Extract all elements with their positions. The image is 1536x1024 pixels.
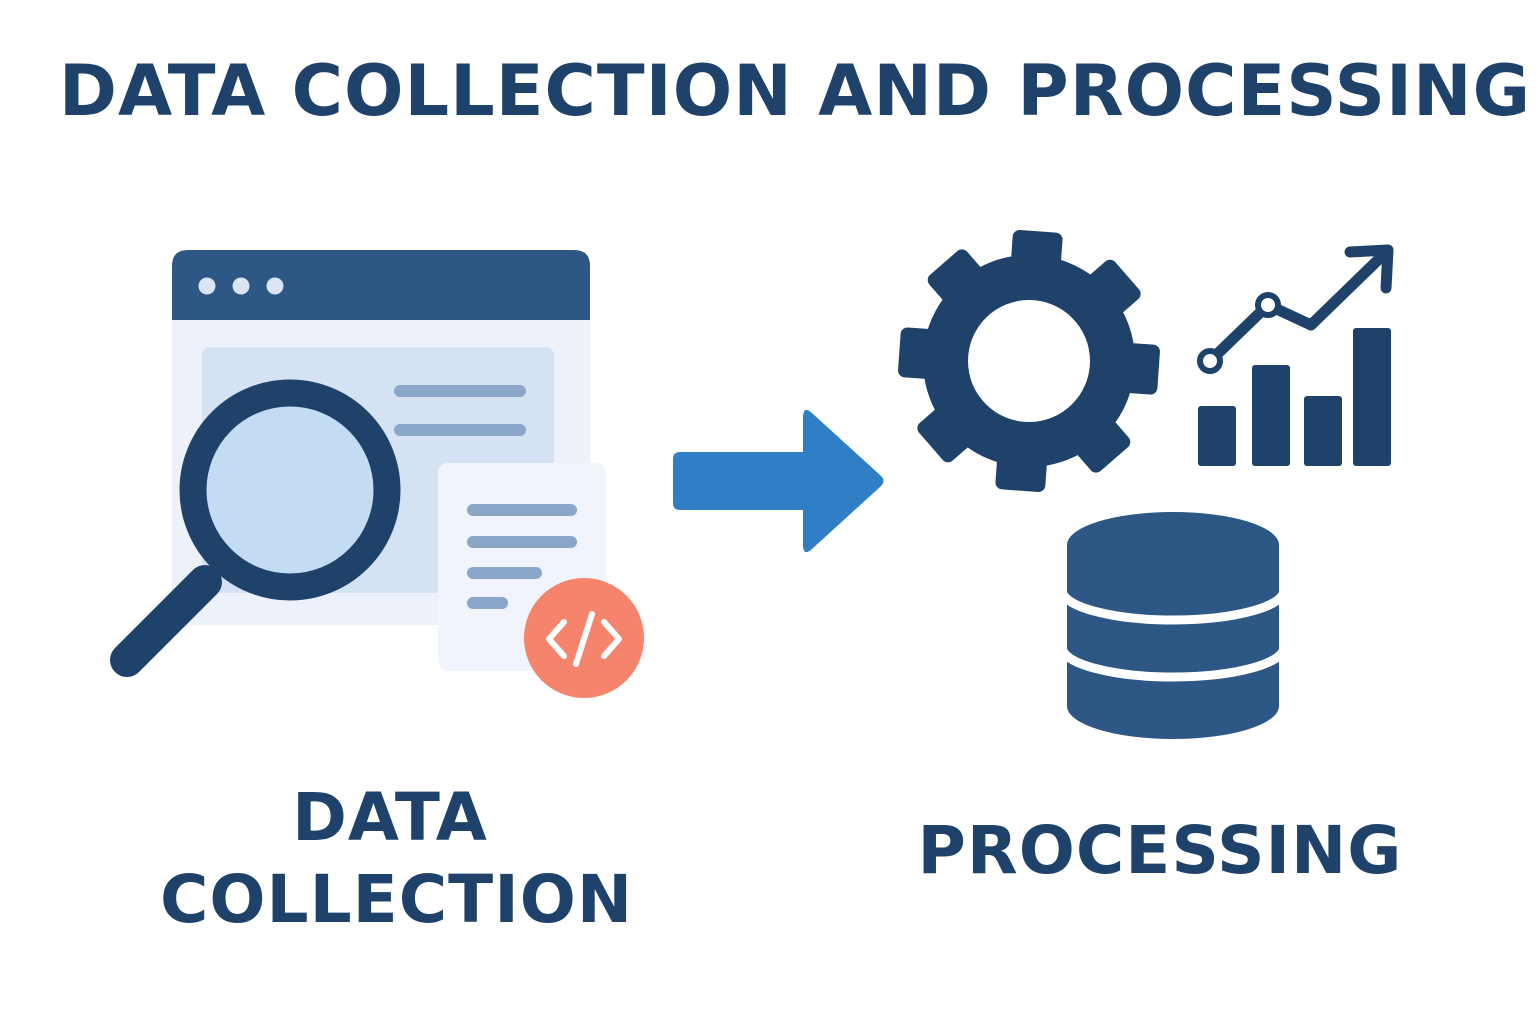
data-collection-label-line2: COLLECTION [160,861,634,938]
code-icon [524,578,644,698]
data-collection-label: DATA COLLECTION [160,779,634,949]
gear-icon [898,230,1160,492]
arrow-right-icon [673,409,884,553]
processing-label: PROCESSING [917,812,1403,889]
trend-chart-icon [1197,244,1394,466]
database-icon [1057,512,1289,739]
data-collection-label-line1: DATA [292,779,488,856]
magnifier-icon [110,379,401,677]
page-title: DATA COLLECTION AND PROCESSING [58,50,1532,132]
